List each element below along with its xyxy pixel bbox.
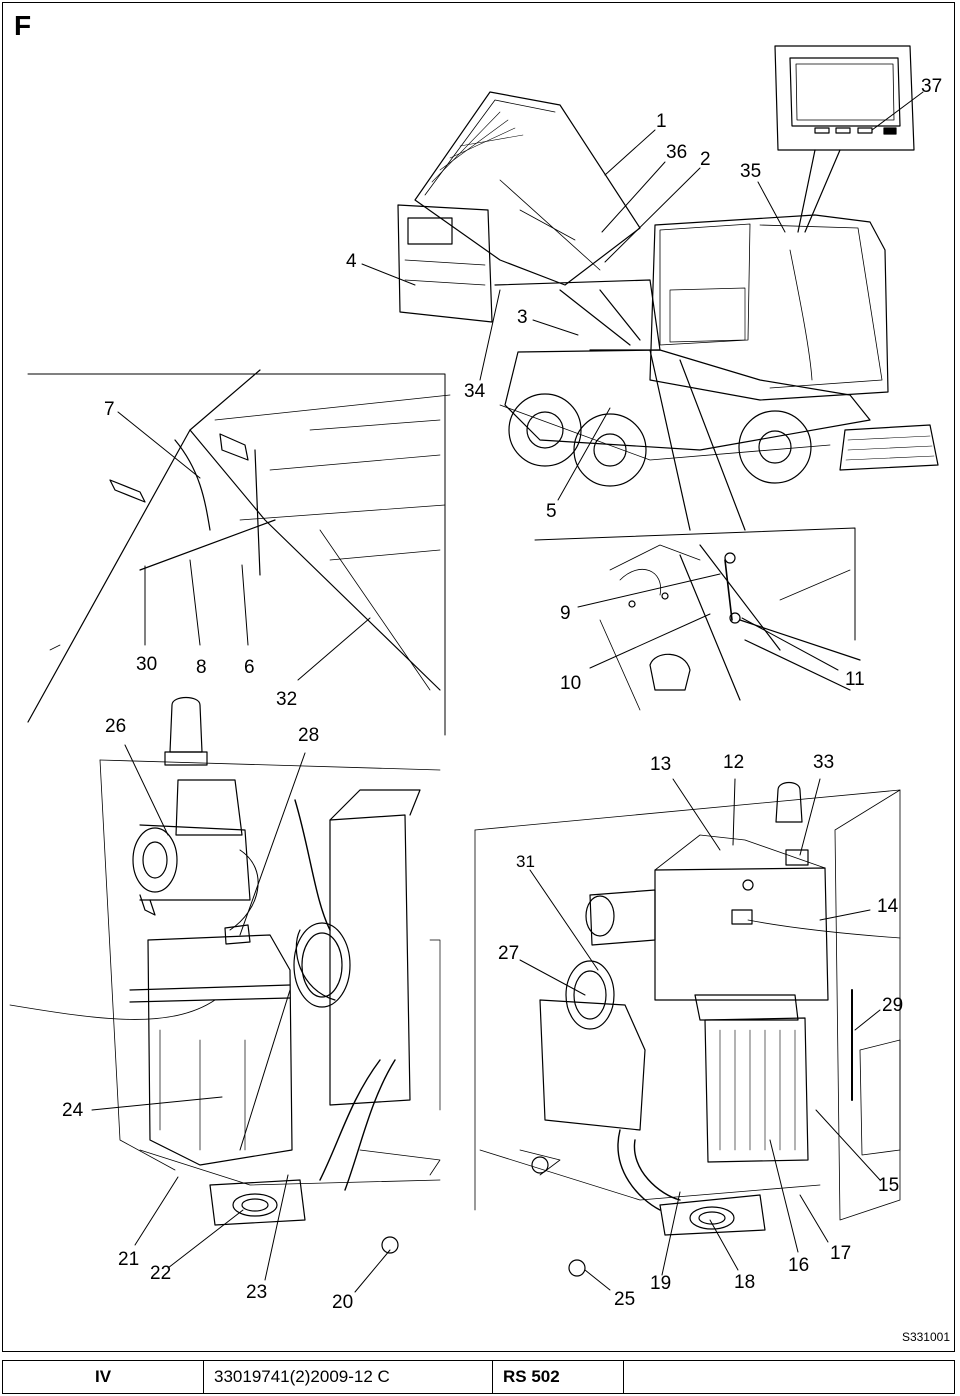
callout-27: 27	[498, 943, 520, 964]
callout-25: 25	[614, 1289, 636, 1310]
callout-18: 18	[734, 1272, 756, 1293]
callout-4: 4	[346, 251, 357, 272]
callout-17: 17	[830, 1243, 852, 1264]
callout-22: 22	[150, 1263, 172, 1284]
callout-16: 16	[788, 1255, 810, 1276]
callout-6: 6	[244, 657, 255, 678]
footer-doc-number: 33019741(2)2009-12 C	[204, 1361, 493, 1393]
callout-11: 11	[845, 669, 865, 690]
callout-26: 26	[105, 716, 127, 737]
footer-page-number: IV	[3, 1361, 204, 1393]
callout-37: 37	[921, 76, 943, 97]
callout-20: 20	[332, 1292, 354, 1313]
callout-32: 32	[276, 689, 298, 710]
page-footer: IV 33019741(2)2009-12 C RS 502	[2, 1360, 955, 1394]
callout-29: 29	[882, 995, 904, 1016]
callout-7: 7	[104, 399, 115, 420]
lift-pin-detail-drawing	[534, 527, 861, 711]
callout-23: 23	[246, 1282, 268, 1303]
callout-28: 28	[298, 725, 320, 746]
callout-9: 9	[560, 603, 571, 624]
callout-15: 15	[878, 1175, 900, 1196]
monitor-drawing	[774, 45, 915, 233]
engine-left-drawing	[99, 696, 441, 1254]
callout-13: 13	[650, 754, 672, 775]
callout-3: 3	[517, 307, 528, 328]
callout-35: 35	[740, 161, 762, 182]
callout-12: 12	[723, 752, 745, 773]
callout-21: 21	[118, 1249, 140, 1270]
callout-33: 33	[813, 752, 835, 773]
callout-31: 31	[516, 852, 535, 871]
callout-1: 1	[656, 111, 667, 132]
engine-right-drawing	[474, 781, 901, 1277]
sweeper-machine-drawing	[397, 91, 939, 531]
callout-30: 30	[136, 654, 158, 675]
callout-34: 34	[464, 381, 486, 402]
callout-24: 24	[62, 1100, 84, 1121]
callout-10: 10	[560, 673, 582, 694]
hopper-detail-drawing	[27, 369, 451, 736]
callout-8: 8	[196, 657, 207, 678]
section-letter: F	[14, 10, 32, 41]
drawing-reference: S331001	[901, 1330, 950, 1344]
callout-36: 36	[666, 142, 688, 163]
callout-19: 19	[650, 1273, 672, 1294]
callout-2: 2	[700, 149, 711, 170]
page-frame	[2, 2, 955, 1352]
callout-14: 14	[877, 896, 899, 917]
footer-empty-cell	[624, 1361, 954, 1393]
leader-lines	[91, 91, 924, 1293]
footer-model: RS 502	[493, 1361, 624, 1393]
callout-5: 5	[546, 501, 557, 522]
